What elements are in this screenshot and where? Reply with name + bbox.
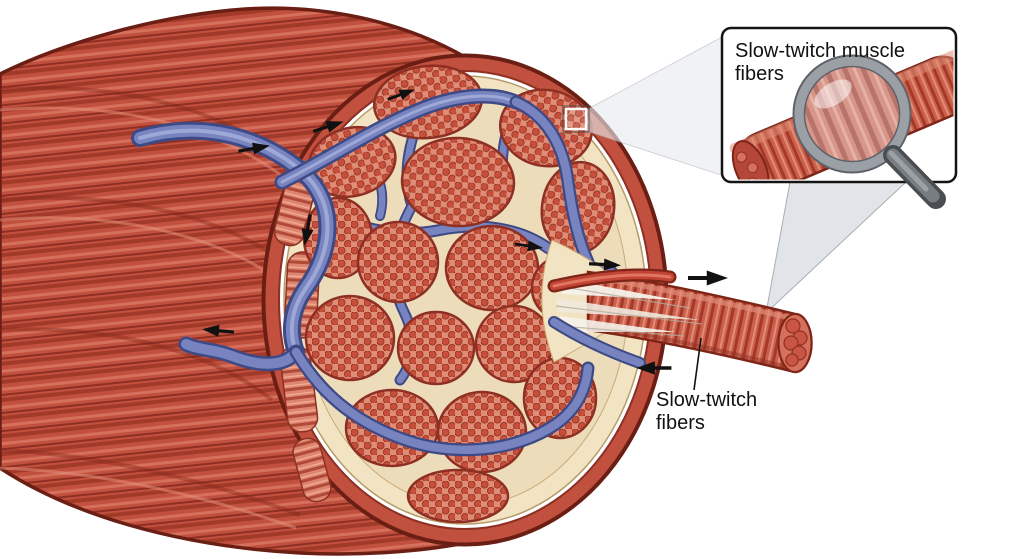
zoom-target-square: [562, 105, 590, 133]
label-leader-line: [693, 337, 702, 391]
fascicle: [444, 224, 540, 312]
fascicle: [396, 310, 476, 386]
fiber-label-group: Slow-twitch fibers: [656, 337, 763, 434]
magnifier-icon: [792, 54, 946, 209]
inset-panel: Slow-twitch muscle fibers: [720, 26, 958, 209]
fascicle: [304, 294, 396, 382]
fascicle: [400, 136, 516, 228]
fascicle: [356, 220, 440, 304]
muscle-body: [0, 6, 472, 556]
fascicle: [406, 468, 510, 524]
inset-label: Slow-twitch muscle fibers: [735, 40, 911, 85]
fiber-label: Slow-twitch fibers: [656, 389, 763, 434]
fascicle: [436, 390, 528, 474]
